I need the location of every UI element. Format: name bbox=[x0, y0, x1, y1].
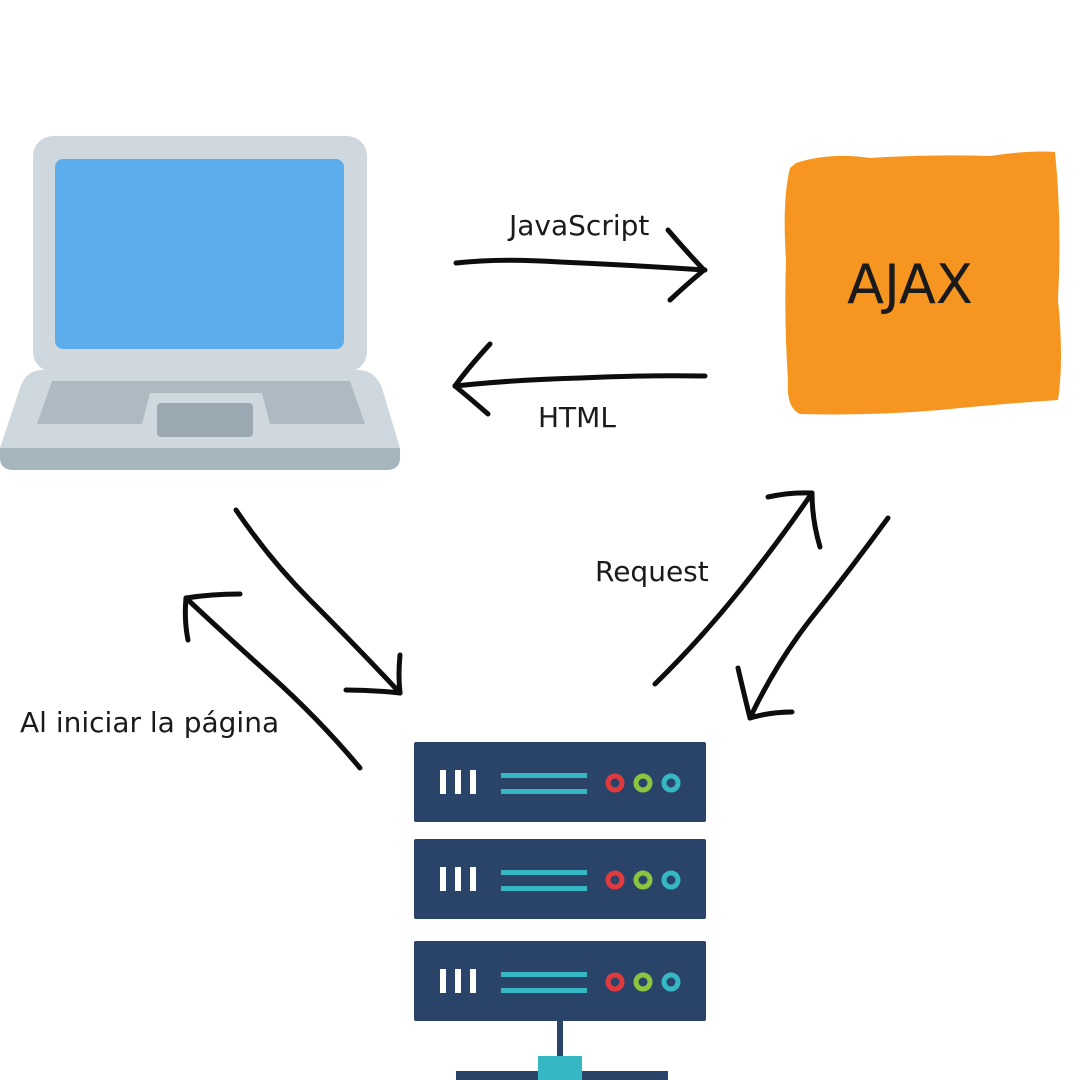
label-request: Request bbox=[595, 555, 709, 588]
arrow-ajax-to-server bbox=[735, 515, 891, 721]
arrow-html bbox=[452, 341, 708, 417]
laptop-icon bbox=[0, 136, 400, 470]
ajax-box bbox=[784, 151, 1061, 415]
label-javascript: JavaScript bbox=[509, 209, 650, 242]
arrow-server-to-laptop bbox=[182, 591, 363, 771]
arrow-request bbox=[652, 490, 823, 687]
arrow-laptop-to-server bbox=[233, 507, 403, 696]
label-page-load: Al iniciar la página bbox=[20, 706, 280, 739]
label-html: HTML bbox=[538, 401, 616, 434]
arrow-javascript bbox=[453, 227, 708, 303]
server-rack-icon bbox=[414, 742, 706, 1080]
ajax-label: AJAX bbox=[847, 253, 973, 316]
